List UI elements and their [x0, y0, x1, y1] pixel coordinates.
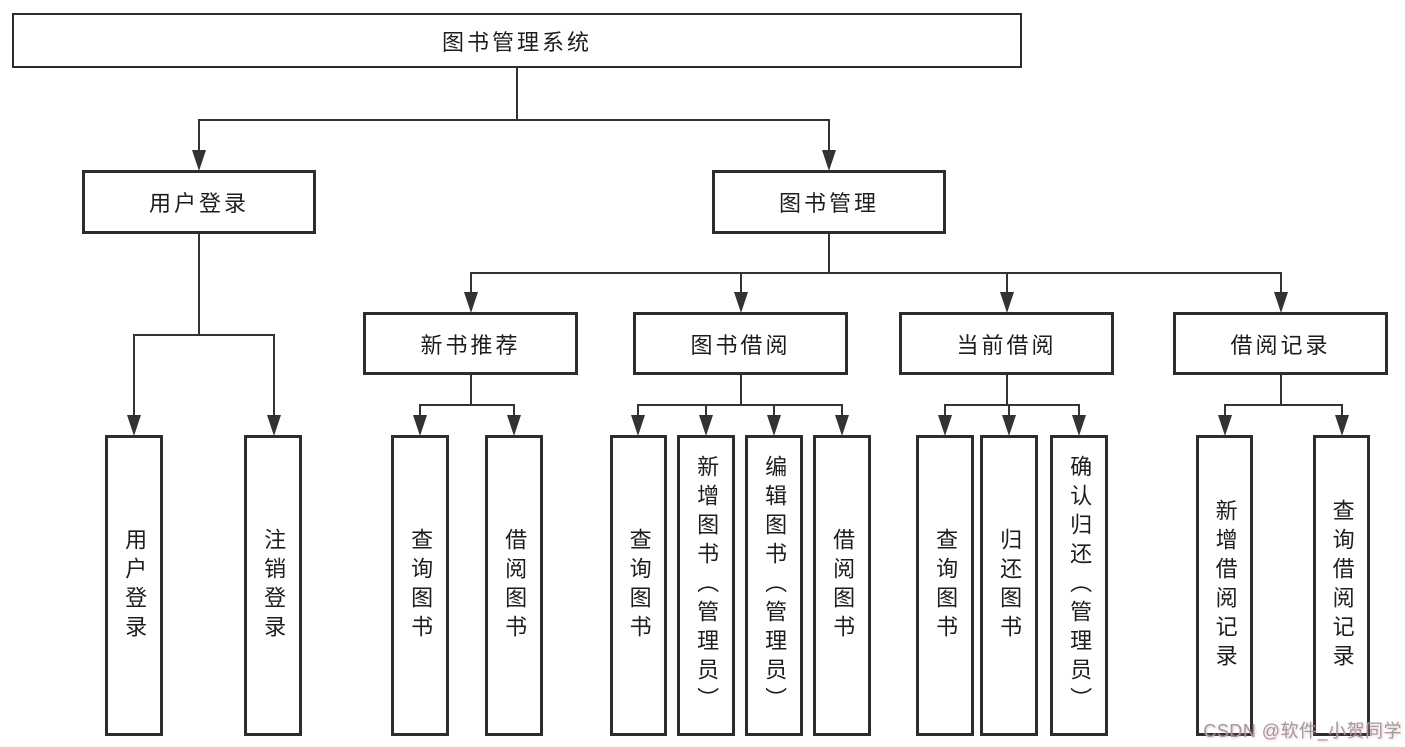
arrow-down-icon [1335, 415, 1349, 436]
arrow-down-icon [1072, 415, 1086, 436]
arrow-down-icon [767, 415, 781, 436]
arrow-down-icon [822, 150, 836, 171]
node-borrow-books-recommend: 借阅图书 [485, 435, 543, 736]
node-label: 查询图书 [408, 527, 434, 644]
node-label: 查询借阅记录 [1329, 498, 1355, 673]
arrow-down-icon [1000, 292, 1014, 313]
arrow-down-icon [464, 292, 478, 313]
node-label: 查询图书 [626, 527, 652, 644]
node-label: 查询图书 [933, 527, 959, 644]
node-user-login: 用户登录 [82, 170, 316, 234]
arrow-down-icon [1218, 415, 1232, 436]
node-new-book-recommendation: 新书推荐 [363, 312, 578, 375]
node-label: 当前借阅 [956, 332, 1057, 358]
node-label: 用户登录 [148, 191, 249, 216]
arrow-down-icon [699, 415, 713, 436]
node-label: 新书推荐 [420, 332, 521, 358]
csdn-watermark: CSDN @软件_小贺同学 [1203, 721, 1402, 741]
node-borrow-books: 借阅图书 [813, 435, 871, 736]
node-label: 新增图书（管理员） [694, 455, 720, 716]
arrow-down-icon [507, 415, 521, 436]
node-add-borrow-record: 新增借阅记录 [1196, 435, 1253, 736]
arrow-down-icon [1002, 415, 1016, 436]
node-query-books-borrowing: 查询图书 [610, 435, 667, 736]
node-label: 用户登录 [122, 527, 148, 644]
node-current-borrowing: 当前借阅 [899, 312, 1114, 375]
arrow-down-icon [835, 415, 849, 436]
node-logout: 注销登录 [244, 435, 302, 736]
node-book-management: 图书管理 [712, 170, 946, 234]
node-label: 图书借阅 [690, 332, 791, 358]
arrow-down-icon [413, 415, 427, 436]
node-edit-books-admin: 编辑图书（管理员） [745, 435, 803, 736]
node-label: 借阅图书 [830, 527, 856, 644]
node-label: 归还图书 [997, 527, 1023, 644]
node-library-management-system: 图书管理系统 [12, 13, 1022, 68]
arrow-down-icon [267, 415, 281, 436]
node-label: 注销登录 [261, 527, 287, 644]
node-borrowing-records: 借阅记录 [1173, 312, 1388, 375]
node-user-login-leaf: 用户登录 [105, 435, 163, 736]
node-label: 借阅图书 [502, 527, 528, 644]
arrow-down-icon [192, 150, 206, 171]
arrow-down-icon [938, 415, 952, 436]
node-return-books: 归还图书 [980, 435, 1038, 736]
arrow-down-icon [631, 415, 645, 436]
node-label: 图书管理系统 [441, 29, 592, 55]
node-add-books-admin: 新增图书（管理员） [677, 435, 735, 736]
arrow-down-icon [127, 415, 141, 436]
node-query-borrow-record: 查询借阅记录 [1313, 435, 1370, 736]
node-label: 借阅记录 [1230, 332, 1331, 358]
node-label: 编辑图书（管理员） [762, 455, 788, 716]
arrow-down-icon [734, 292, 748, 313]
node-query-books-current: 查询图书 [916, 435, 974, 736]
node-label: 图书管理 [778, 191, 879, 216]
node-confirm-return-admin: 确认归还（管理员） [1050, 435, 1108, 736]
arrow-down-icon [1274, 292, 1288, 313]
node-query-books-recommend: 查询图书 [391, 435, 449, 736]
node-book-borrowing: 图书借阅 [633, 312, 848, 375]
node-label: 确认归还（管理员） [1067, 455, 1093, 716]
node-label: 新增借阅记录 [1212, 498, 1238, 673]
